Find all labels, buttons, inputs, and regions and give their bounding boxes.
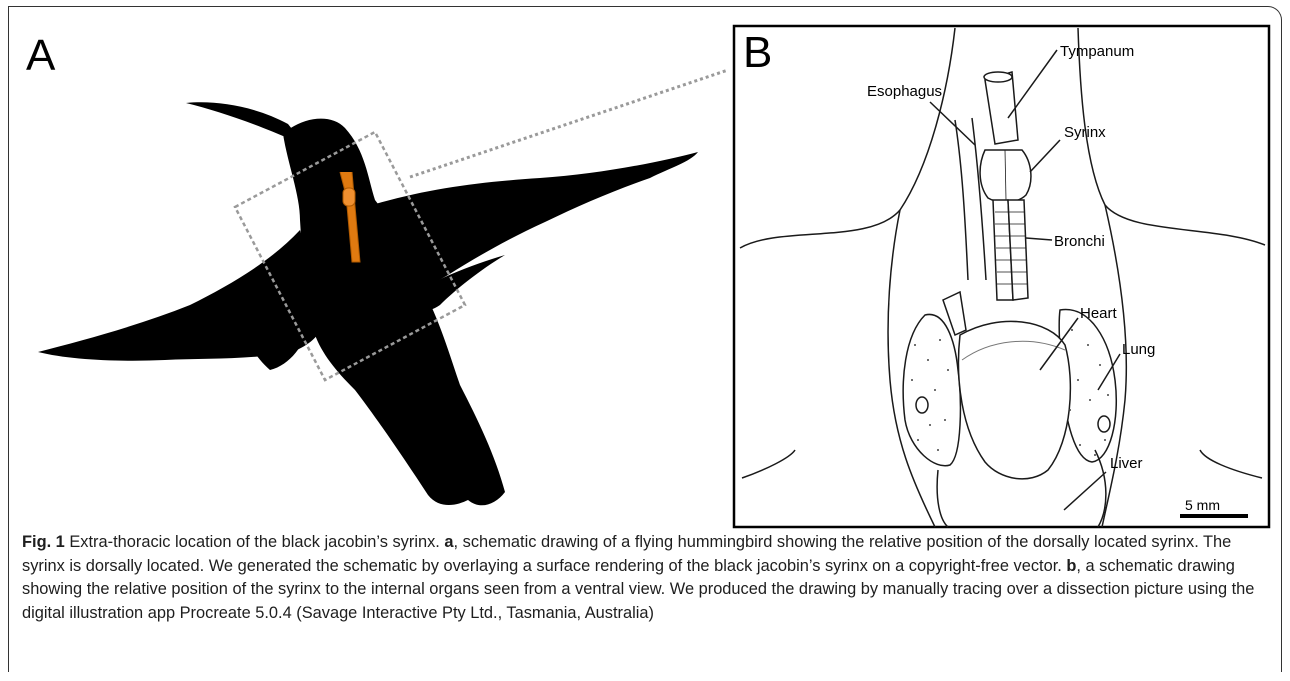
caption-a-label: a <box>444 533 453 551</box>
scale-bar-label: 5 mm <box>1185 497 1220 513</box>
figure-artwork: A B <box>0 0 1290 530</box>
label-syrinx: Syrinx <box>1064 124 1106 141</box>
label-tympanum: Tympanum <box>1060 43 1134 60</box>
caption-fig-label: Fig. 1 <box>22 533 65 551</box>
panel-a-letter: A <box>26 31 56 80</box>
label-heart: Heart <box>1080 305 1118 322</box>
bird-bill <box>186 102 296 136</box>
figure-caption: Fig. 1 Extra-thoracic location of the bl… <box>22 531 1272 625</box>
trachea-opening <box>984 72 1012 82</box>
scale-bar-line <box>1180 514 1248 518</box>
bird-right-wing <box>372 152 698 300</box>
panel-b-letter: B <box>743 28 772 77</box>
caption-title: Extra-thoracic location of the black jac… <box>65 533 445 551</box>
label-esophagus: Esophagus <box>867 83 942 100</box>
label-bronchi: Bronchi <box>1054 233 1105 250</box>
label-liver: Liver <box>1110 455 1143 472</box>
label-lung: Lung <box>1122 341 1155 358</box>
caption-b-label: b <box>1066 557 1076 575</box>
hummingbird-silhouette <box>38 102 698 505</box>
